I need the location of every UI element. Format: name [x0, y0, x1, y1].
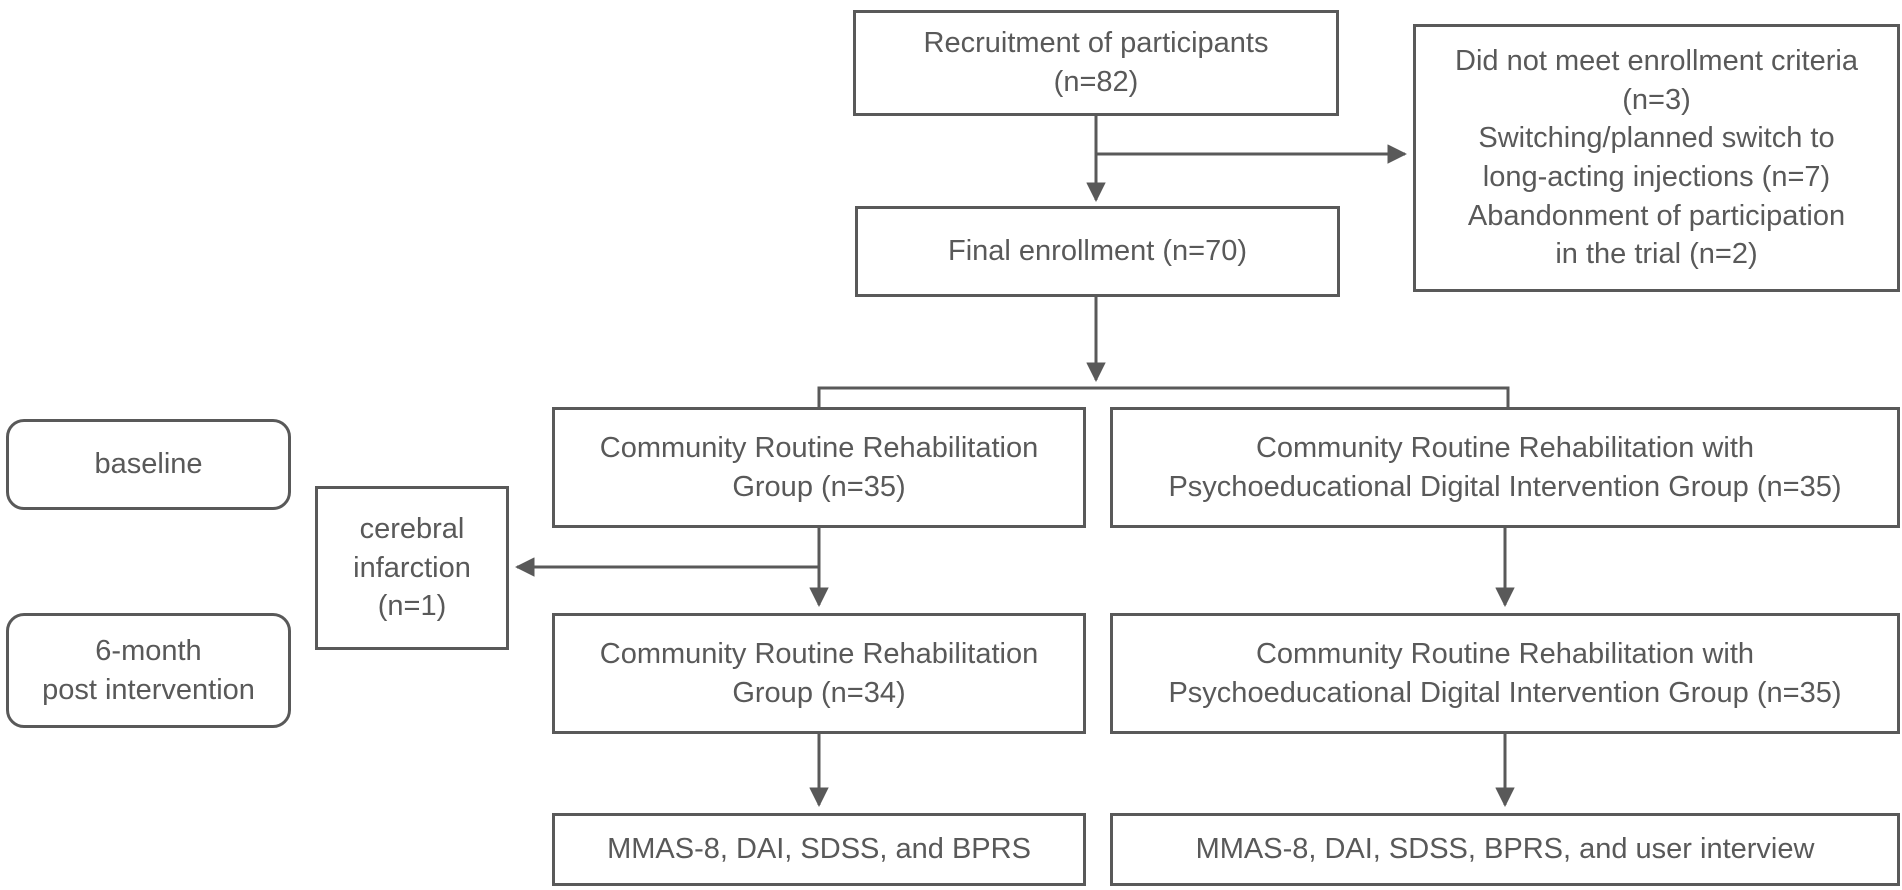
intervention-group-followup-box: Community Routine Rehabilitation with Ps…	[1110, 613, 1900, 734]
exclusion-box: Did not meet enrollment criteria (n=3) S…	[1413, 24, 1900, 292]
dropout-box: cerebral infarction (n=1)	[315, 486, 509, 650]
stage-label-post-intervention: 6-month post intervention	[6, 613, 291, 728]
final-enrollment-box: Final enrollment (n=70)	[855, 206, 1340, 297]
control-group-measures-box: MMAS-8, DAI, SDSS, and BPRS	[552, 813, 1086, 886]
intervention-group-measures-box: MMAS-8, DAI, SDSS, BPRS, and user interv…	[1110, 813, 1900, 886]
intervention-group-baseline-box: Community Routine Rehabilitation with Ps…	[1110, 407, 1900, 528]
control-group-followup-box: Community Routine Rehabilitation Group (…	[552, 613, 1086, 734]
control-group-baseline-box: Community Routine Rehabilitation Group (…	[552, 407, 1086, 528]
stage-label-baseline: baseline	[6, 419, 291, 510]
recruitment-box: Recruitment of participants (n=82)	[853, 10, 1339, 116]
split-bracket-line	[817, 386, 1510, 407]
